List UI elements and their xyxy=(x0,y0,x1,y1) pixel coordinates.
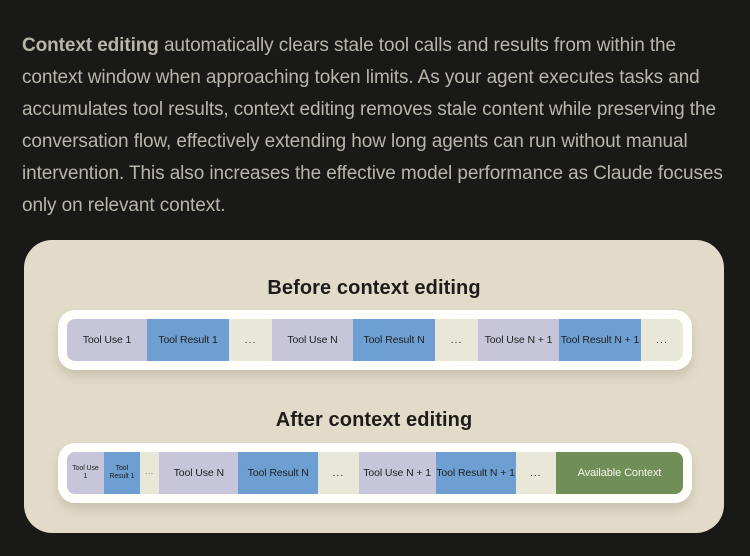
segment-tool-use-n: Tool Use N xyxy=(272,319,353,361)
segment-tool-use-1: Tool Use 1 xyxy=(67,452,104,494)
after-context-editing-title: After context editing xyxy=(275,409,473,431)
segment-tool-result-n-1: Tool Result N + 1 xyxy=(559,319,641,361)
ellipsis-segment: ... xyxy=(229,319,272,361)
intro-lead-bold: Context editing xyxy=(22,35,159,56)
segment-tool-result-n-1: Tool Result N + 1 xyxy=(435,452,516,494)
before-context-editing-title: Before context editing xyxy=(267,277,481,299)
segment-tool-result-1: Tool Result 1 xyxy=(103,452,140,494)
segment-tool-use-n-1: Tool Use N + 1 xyxy=(358,452,436,494)
intro-paragraph: Context editing automatically clears sta… xyxy=(22,30,734,222)
ellipsis-segment: ... xyxy=(318,452,359,494)
segment-tool-use-1: Tool Use 1 xyxy=(67,319,147,361)
segment-tool-use-n: Tool Use N xyxy=(159,452,239,494)
ellipsis-segment: ... xyxy=(435,319,478,361)
ellipsis-segment: ... xyxy=(139,452,160,494)
segment-tool-result-1: Tool Result 1 xyxy=(147,319,229,361)
intro-body-text: automatically clears stale tool calls an… xyxy=(22,35,723,216)
segment-available-context: Available Context xyxy=(555,452,683,494)
ellipsis-segment: ... xyxy=(515,452,556,494)
segment-tool-result-n: Tool Result N xyxy=(353,319,435,361)
ellipsis-segment: ... xyxy=(641,319,683,361)
segment-tool-use-n-1: Tool Use N + 1 xyxy=(478,319,559,361)
segment-tool-result-n: Tool Result N xyxy=(238,452,319,494)
